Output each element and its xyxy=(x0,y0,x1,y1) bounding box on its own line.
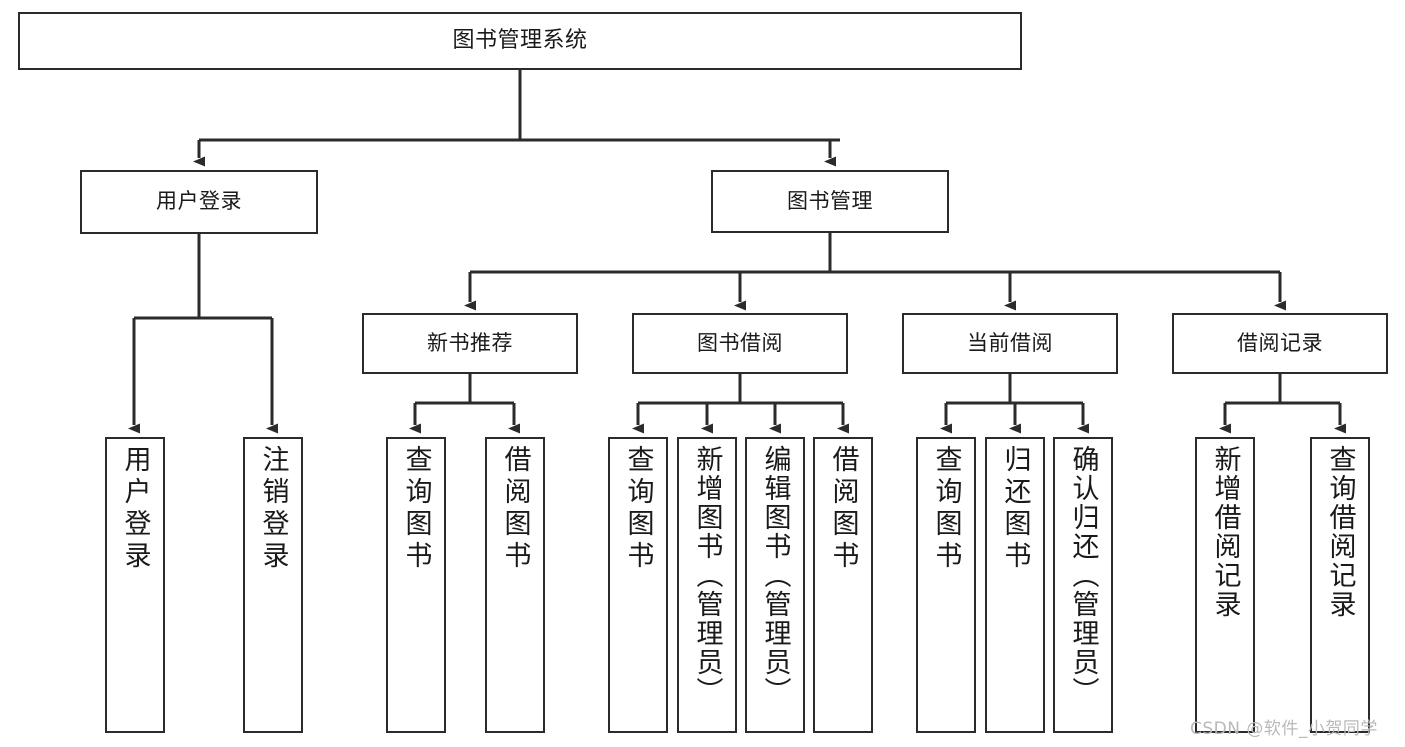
node-borrow-records[interactable]: 借阅记录 xyxy=(1172,313,1388,374)
node-label: 新增借阅记录 xyxy=(1209,445,1241,619)
node-label: 新书推荐 xyxy=(427,330,513,355)
leaf-borrow-records-query[interactable]: 查询借阅记录 xyxy=(1310,437,1370,733)
node-label: 新增图书（管理员） xyxy=(691,445,723,706)
leaf-user-login-logout[interactable]: 注销登录 xyxy=(243,437,303,733)
leaf-current-borrow-return[interactable]: 归还图书 xyxy=(985,437,1045,733)
node-label: 用户登录 xyxy=(156,189,242,214)
leaf-book-borrow-borrow[interactable]: 借阅图书 xyxy=(813,437,873,733)
node-root-system[interactable]: 图书管理系统 xyxy=(18,12,1022,70)
node-label: 借阅图书 xyxy=(827,445,859,573)
leaf-book-borrow-query[interactable]: 查询图书 xyxy=(608,437,668,733)
node-book-management[interactable]: 图书管理 xyxy=(711,170,949,233)
node-user-login[interactable]: 用户登录 xyxy=(80,170,318,234)
node-label: 归还图书 xyxy=(999,445,1031,573)
node-label: 查询图书 xyxy=(930,445,962,573)
leaf-book-borrow-edit[interactable]: 编辑图书（管理员） xyxy=(745,437,805,733)
leaf-current-borrow-query[interactable]: 查询图书 xyxy=(916,437,976,733)
node-label: 借阅记录 xyxy=(1237,330,1323,355)
node-label: 图书管理 xyxy=(787,188,873,213)
leaf-borrow-records-add[interactable]: 新增借阅记录 xyxy=(1195,437,1255,733)
node-label: 当前借阅 xyxy=(967,330,1053,355)
node-new-book-recommend[interactable]: 新书推荐 xyxy=(362,313,578,374)
leaf-new-book-query[interactable]: 查询图书 xyxy=(386,437,446,733)
leaf-current-borrow-confirm-return[interactable]: 确认归还（管理员） xyxy=(1053,437,1113,733)
node-label: 查询图书 xyxy=(400,445,432,573)
node-label: 借阅图书 xyxy=(499,445,531,573)
leaf-book-borrow-add[interactable]: 新增图书（管理员） xyxy=(677,437,737,733)
node-label: 确认归还（管理员） xyxy=(1067,445,1099,706)
node-label: 查询借阅记录 xyxy=(1324,445,1356,619)
node-label: 编辑图书（管理员） xyxy=(759,445,791,706)
node-book-borrow[interactable]: 图书借阅 xyxy=(632,313,848,374)
leaf-user-login-login[interactable]: 用户登录 xyxy=(105,437,165,733)
node-current-borrow[interactable]: 当前借阅 xyxy=(902,313,1118,374)
node-label: 查询图书 xyxy=(622,445,654,573)
node-label: 图书管理系统 xyxy=(452,27,588,53)
leaf-new-book-borrow[interactable]: 借阅图书 xyxy=(485,437,545,733)
node-label: 用户登录 xyxy=(119,445,151,573)
node-label: 图书借阅 xyxy=(697,330,783,355)
node-label: 注销登录 xyxy=(257,445,289,573)
